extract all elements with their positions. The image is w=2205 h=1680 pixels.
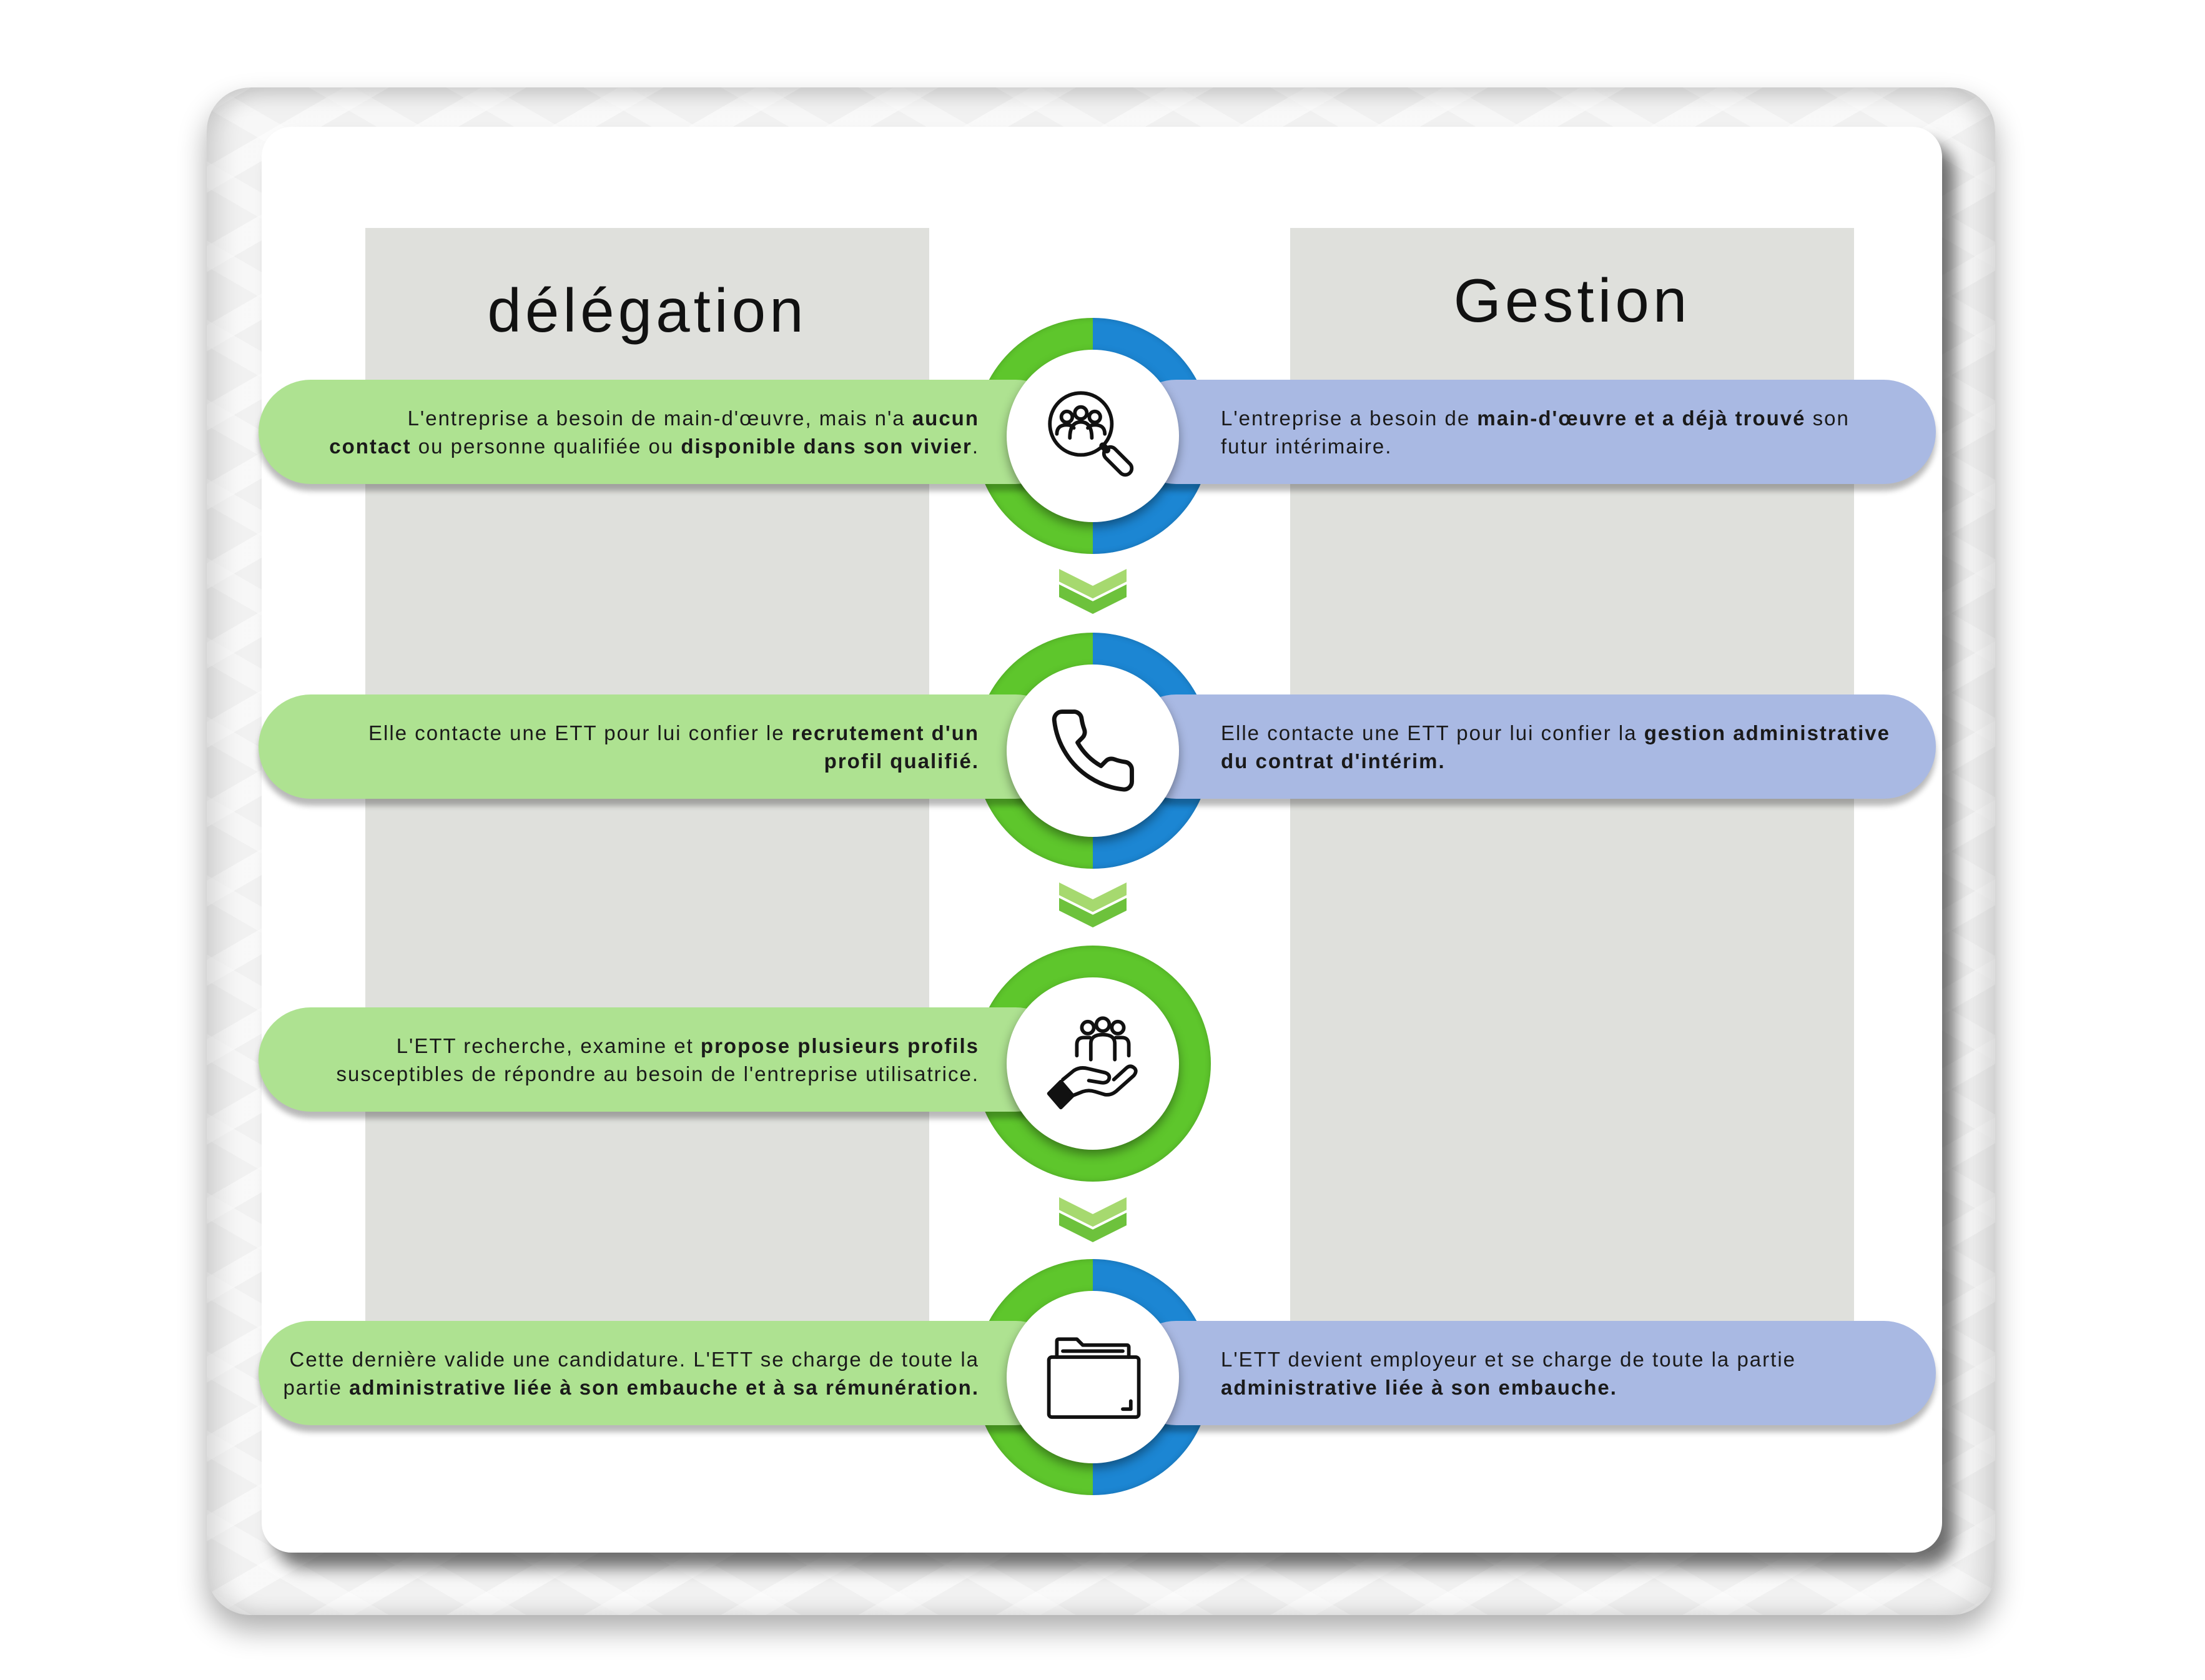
- step-1-delegation-line-2: contact ou personne qualifiée ou disponi…: [329, 432, 979, 460]
- text-segment: partie: [283, 1375, 350, 1399]
- step-4-gestion-line-1: L'ETT devient employeur et se charge de …: [1221, 1345, 1796, 1373]
- text-segment: Elle contacte une ETT pour lui confier l…: [368, 721, 792, 744]
- text-segment-bold: du contrat d'intérim.: [1221, 749, 1446, 773]
- text-segment-bold: aucun: [912, 406, 979, 430]
- text-segment-bold: disponible dans son vivier: [681, 434, 972, 458]
- text-segment: son: [1805, 406, 1850, 430]
- step-2-gestion-pill: Elle contacte une ETT pour lui confier l…: [1124, 694, 1936, 799]
- step-1-gestion-line-2: futur intérimaire.: [1221, 432, 1392, 460]
- text-segment: .: [972, 434, 979, 458]
- text-segment-bold: recrutement d'un: [791, 721, 979, 744]
- text-segment: L'ETT recherche, examine et: [396, 1034, 701, 1057]
- text-segment: Cette dernière valide une candidature. L…: [289, 1347, 979, 1371]
- text-segment: futur intérimaire.: [1221, 434, 1393, 458]
- step-1-icon-disc: [1007, 350, 1179, 522]
- step-1-gestion-line-1: L'entreprise a besoin de main-d'œuvre et…: [1221, 404, 1850, 432]
- text-segment: L'entreprise a besoin de: [1221, 406, 1477, 430]
- step-2-gestion-line-2: du contrat d'intérim.: [1221, 747, 1446, 775]
- step-3-delegation-pill: L'ETT recherche, examine et propose plus…: [259, 1007, 1068, 1112]
- text-segment: susceptibles de répondre au besoin de l'…: [336, 1062, 979, 1085]
- chevron-down-icon: [1059, 882, 1127, 927]
- step-2-delegation-pill: Elle contacte une ETT pour lui confier l…: [259, 694, 1068, 799]
- step-4-gestion-line-2: administrative liée à son embauche.: [1221, 1373, 1617, 1401]
- text-segment: L'entreprise a besoin de main-d'œuvre, m…: [407, 406, 912, 430]
- step-4-delegation-line-1: Cette dernière valide une candidature. L…: [290, 1345, 979, 1373]
- step-2-delegation-line-2: profil qualifié.: [824, 747, 979, 775]
- step-4-delegation-line-2: partie administrative liée à son embauch…: [283, 1373, 979, 1401]
- hand-people-icon: [1047, 1016, 1138, 1110]
- step-2-icon-disc: [1007, 665, 1179, 837]
- folder-icon: [1047, 1337, 1141, 1419]
- text-segment: Elle contacte une ETT pour lui confier l…: [1221, 721, 1644, 744]
- step-3-delegation-line-2: susceptibles de répondre au besoin de l'…: [337, 1060, 980, 1088]
- step-1-delegation-pill: L'entreprise a besoin de main-d'œuvre, m…: [259, 380, 1068, 484]
- phone-icon: [1052, 709, 1134, 792]
- text-segment: ou personne qualifiée ou: [411, 434, 681, 458]
- text-segment-bold: gestion administrative: [1644, 721, 1890, 744]
- text-segment-bold: contact: [329, 434, 412, 458]
- step-4-delegation-pill: Cette dernière valide une candidature. L…: [259, 1321, 1068, 1425]
- step-1-gestion-pill: L'entreprise a besoin de main-d'œuvre et…: [1124, 380, 1936, 484]
- step-3-icon-disc: [1007, 977, 1179, 1150]
- text-segment-bold: main-d'œuvre et a déjà trouvé: [1477, 406, 1806, 430]
- text-segment-bold: administrative liée à son embauche.: [1221, 1375, 1617, 1399]
- step-2-delegation-line-1: Elle contacte une ETT pour lui confier l…: [368, 719, 979, 747]
- chevron-down-icon: [1059, 1197, 1127, 1242]
- chevron-down-icon: [1059, 569, 1127, 614]
- step-3-delegation-line-1: L'ETT recherche, examine et propose plus…: [397, 1032, 979, 1060]
- text-segment: L'ETT devient employeur et se charge de …: [1221, 1347, 1796, 1371]
- text-segment-bold: administrative liée à son embauche et à …: [349, 1375, 979, 1399]
- step-1-delegation-line-1: L'entreprise a besoin de main-d'œuvre, m…: [408, 404, 979, 432]
- step-2-gestion-line-1: Elle contacte une ETT pour lui confier l…: [1221, 719, 1890, 747]
- step-4-icon-disc: [1007, 1291, 1179, 1463]
- search-people-icon: [1048, 391, 1134, 477]
- delegation-title: délégation: [487, 276, 807, 345]
- gestion-title: Gestion: [1453, 266, 1691, 335]
- step-4-gestion-pill: L'ETT devient employeur et se charge de …: [1124, 1321, 1936, 1425]
- text-segment-bold: propose plusieurs profils: [700, 1034, 979, 1057]
- text-segment-bold: profil qualifié.: [824, 749, 979, 773]
